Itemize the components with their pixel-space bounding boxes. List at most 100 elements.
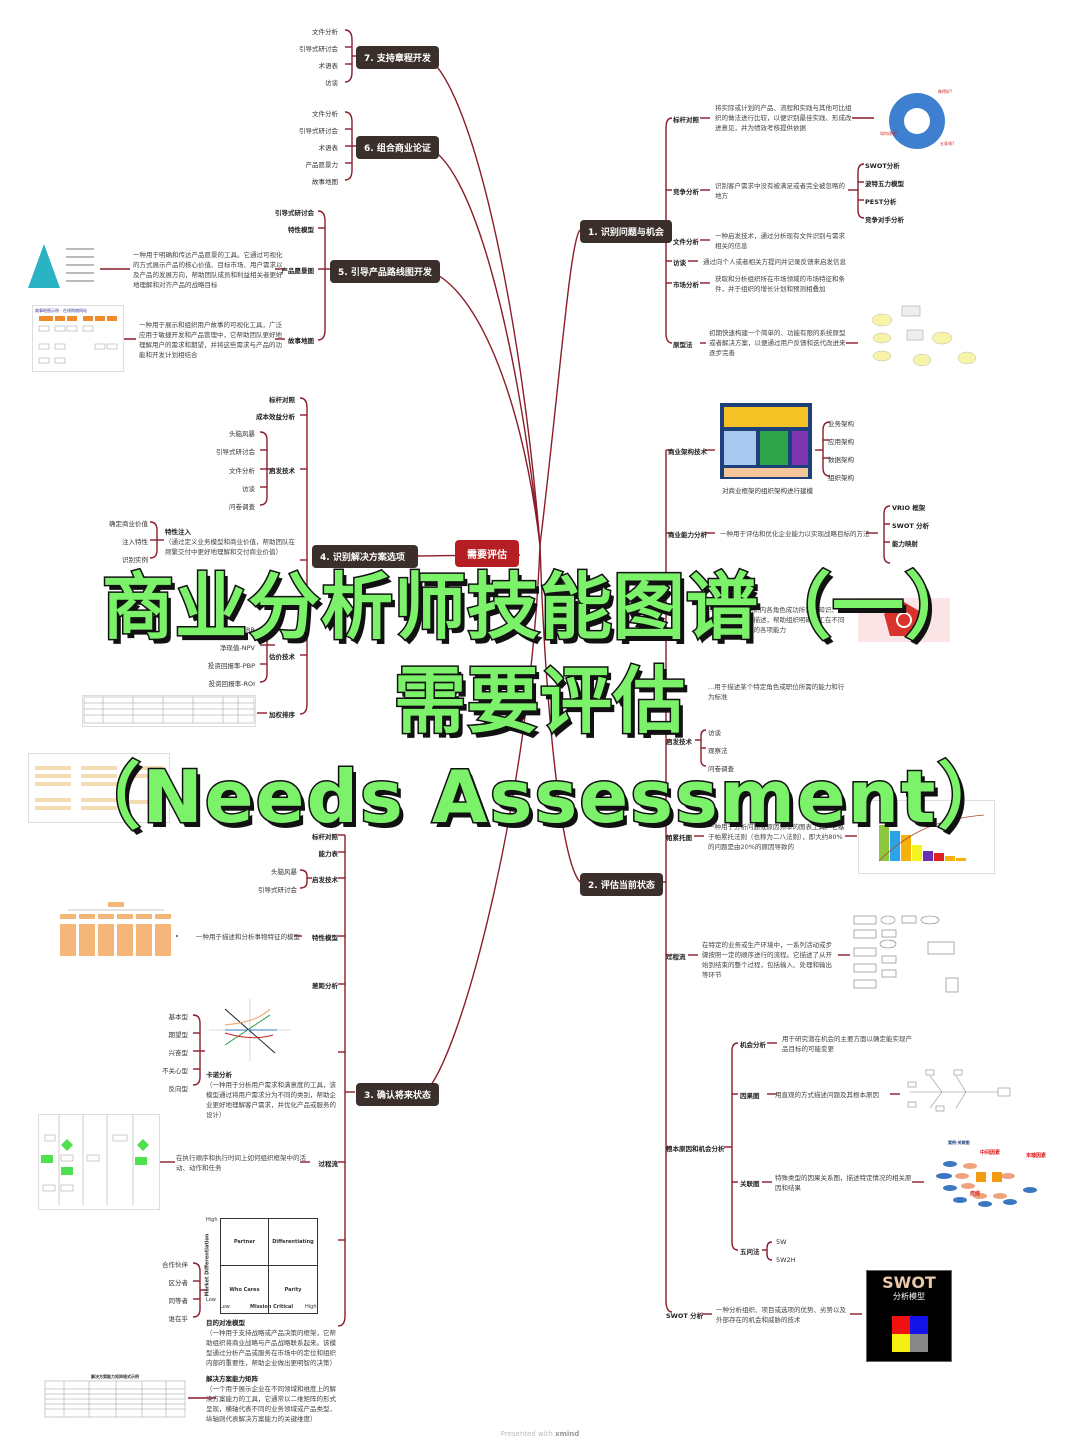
b4-feature-injection[interactable]: 特性注入（通过定义业务模型和商业价值，帮助团队在频繁交付中更好地理解和交付商业价…	[165, 527, 300, 557]
b4-elic-sub[interactable]: 引导式研讨会	[216, 448, 255, 456]
b6-item[interactable]: 故事地图	[312, 178, 338, 186]
arch-sub[interactable]: 应用架构	[828, 438, 854, 446]
b3-solution-matrix[interactable]: 解决方案能力矩阵（一个用于展示企业在不同领域和维度上的解决方案能力的工具，它通常…	[206, 1374, 341, 1424]
b3-kano[interactable]: 卡诺分析（一种用于分析用户需求和满意度的工具，该模型通过将用户需求分为不同的类别…	[206, 1070, 341, 1120]
rc-opportunity[interactable]: 机会分析	[740, 1041, 766, 1049]
branch-1-node[interactable]: 1. 识别问题与机会	[580, 220, 672, 243]
b4-item[interactable]: 成本效益分析	[256, 413, 295, 421]
matrix-low-x: Low	[220, 1304, 230, 1310]
val-sub[interactable]: 投资回报率-ROI	[208, 680, 255, 688]
purpose-sub[interactable]: 合作伙伴	[162, 1261, 188, 1269]
val-sub[interactable]: 投资回报率-PBP	[207, 662, 255, 670]
cap-sub-swot[interactable]: SWOT 分析	[892, 522, 930, 530]
branch-3-node[interactable]: 3. 确认将来状态	[356, 1083, 439, 1106]
b3-purpose[interactable]: 目的对准模型（一种用于支持战略或产品决策的框架，它帮助组织将商业战略与产品战略联…	[206, 1318, 341, 1368]
purpose-sub[interactable]: 谁在乎	[168, 1315, 189, 1323]
cap-sub-mapping[interactable]: 能力映射	[892, 540, 918, 548]
branch-4-node[interactable]: 4. 识别解决方案选项	[312, 545, 418, 568]
fi-sub[interactable]: 识别实例	[122, 556, 148, 564]
b3-item[interactable]: 特性模型	[312, 934, 338, 942]
b7-item[interactable]: 引导式研讨会	[299, 45, 338, 53]
b5-item[interactable]: 特性模型	[288, 226, 314, 234]
cap-sub-vrio[interactable]: VRIO 框架	[892, 504, 926, 512]
b5-item[interactable]: 故事地图	[288, 337, 314, 345]
val-sub[interactable]: 净现值-NPV	[219, 644, 255, 652]
b2-item-elicitation[interactable]: 启发技术	[666, 738, 692, 746]
elic-sub[interactable]: 访谈	[708, 729, 721, 737]
purpose-sub[interactable]: 同等者	[168, 1297, 189, 1305]
matrix-cell-who-cares: Who Cares	[221, 1266, 269, 1313]
b4-item[interactable]: 加权排序	[269, 711, 295, 719]
branch-5-node[interactable]: 5. 引导产品路线图开发	[330, 260, 440, 283]
rc-fishbone[interactable]: 因果图	[740, 1092, 760, 1100]
branch-7-node[interactable]: 7. 支持章程开发	[356, 46, 439, 69]
b6-item[interactable]: 产品愿景力	[305, 161, 339, 169]
b2-process-desc: 在特定的业务或生产环境中，一系列活动或步骤按照一定的顺序进行的流程。它描述了从开…	[702, 941, 832, 979]
b3-item[interactable]: 启发技术	[312, 876, 338, 884]
branch-6-node[interactable]: 6. 组合商业论证	[356, 136, 439, 159]
kano-sub[interactable]: 不关心型	[162, 1067, 188, 1075]
b5-item[interactable]: 产品愿景图	[281, 267, 315, 275]
b4-item[interactable]: 估价技术	[269, 653, 295, 661]
swot-thumb-title: SWOT	[882, 1273, 936, 1292]
kano-sub[interactable]: 期望型	[168, 1031, 189, 1039]
b4-item[interactable]: 启发技术	[269, 467, 295, 475]
kano-chart-thumbnail	[205, 995, 295, 1065]
kano-sub[interactable]: 兴奋型	[168, 1049, 189, 1057]
b6-item[interactable]: 文件分析	[312, 110, 338, 118]
b3-item[interactable]: 标杆对照	[312, 833, 338, 841]
fi-sub[interactable]: 确定商业价值	[109, 520, 148, 528]
b3-item[interactable]: 能力表	[318, 850, 339, 858]
b3-item[interactable]: 差距分析	[312, 982, 338, 990]
purpose-sub[interactable]: 区分者	[168, 1279, 189, 1287]
elic-sub[interactable]: 问卷调查	[708, 765, 734, 773]
b7-item[interactable]: 文件分析	[312, 28, 338, 36]
b2-item-swot[interactable]: SWOT 分析	[666, 1312, 704, 1320]
b1-item-prototype[interactable]: 原型法	[673, 341, 693, 349]
b2-pareto-desc: 一种用于分析问题或原因频率的图表工具。它基于帕累托法则（也称为二八法则），即大约…	[708, 823, 845, 851]
b2-item-root-cause[interactable]: 根本原因和机会分析	[666, 1145, 725, 1153]
b1-item-market[interactable]: 市场分析	[673, 281, 699, 289]
b2-item-capability[interactable]: 商业能力分析	[668, 531, 707, 539]
arch-sub[interactable]: 业务架构	[828, 420, 854, 428]
b7-item[interactable]: 术语表	[318, 62, 339, 70]
b2-item-arch[interactable]: 商业架构技术	[668, 448, 707, 456]
b4-elic-sub[interactable]: 头脑风暴	[229, 430, 255, 438]
kano-sub[interactable]: 基本型	[168, 1013, 189, 1021]
b2-item-process[interactable]: 过程流	[666, 953, 686, 961]
b4-elic-sub[interactable]: 访谈	[242, 485, 255, 493]
b1-item-benchmark[interactable]: 标杆对照	[673, 116, 699, 124]
b5-item[interactable]: 引导式研讨会	[275, 209, 314, 217]
b6-item[interactable]: 引导式研讨会	[299, 127, 338, 135]
five-whys-sub[interactable]: 5W2H	[776, 1256, 796, 1264]
b1-item-document[interactable]: 文件分析	[673, 238, 699, 246]
b1-item-interview[interactable]: 访谈	[673, 259, 686, 267]
b3-elic-sub[interactable]: 头脑风暴	[271, 868, 297, 876]
b7-item[interactable]: 访谈	[325, 79, 338, 87]
pentagon-model-icon	[884, 602, 924, 636]
rc-five-whys[interactable]: 五问法	[740, 1248, 760, 1256]
b4-item[interactable]: 标杆对照	[269, 396, 295, 404]
matrix-high-x: High	[305, 1304, 317, 1310]
b3-item[interactable]: 过程流	[318, 1160, 339, 1168]
b1-item-competition[interactable]: 竞争分析	[673, 188, 699, 196]
val-sub[interactable]: 内部收益率-IRR	[209, 626, 255, 634]
b1-sub-porter[interactable]: 波特五力模型	[865, 180, 904, 188]
b4-elic-sub[interactable]: 问卷调查	[229, 503, 255, 511]
rc-relation[interactable]: 关联图	[740, 1180, 760, 1188]
b1-sub-pest[interactable]: PEST分析	[865, 198, 897, 206]
five-whys-sub[interactable]: 5W	[776, 1238, 787, 1246]
b2-item-pareto[interactable]: 帕累托图	[666, 834, 692, 842]
b6-item[interactable]: 术语表	[318, 144, 339, 152]
kano-sub[interactable]: 反向型	[168, 1085, 189, 1093]
branch-2-node[interactable]: 2. 评估当前状态	[580, 873, 663, 896]
arch-sub[interactable]: 组织架构	[828, 474, 854, 482]
b1-sub-swot[interactable]: SWOT分析	[865, 162, 900, 170]
b1-sub-competitor[interactable]: 竞争对手分析	[865, 216, 904, 224]
b3-elic-sub[interactable]: 引导式研讨会	[258, 886, 297, 894]
arch-sub[interactable]: 数据架构	[828, 456, 854, 464]
b4-elic-sub[interactable]: 文件分析	[229, 467, 255, 475]
fi-sub[interactable]: 注入特性	[122, 538, 148, 546]
elic-sub[interactable]: 观察法	[708, 747, 728, 755]
root-node[interactable]: 需要评估	[455, 540, 519, 567]
